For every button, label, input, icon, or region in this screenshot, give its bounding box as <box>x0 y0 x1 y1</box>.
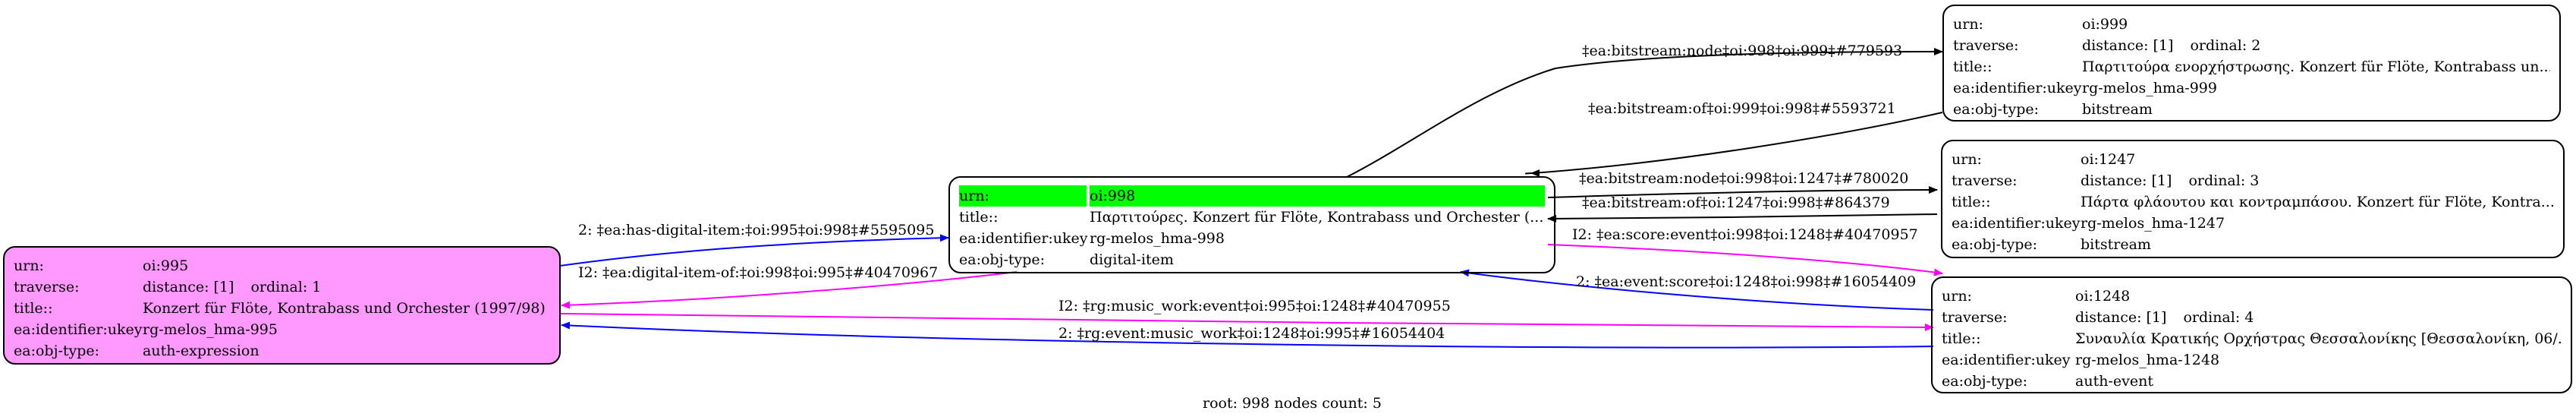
ukey-key: ea:identifier:ukey <box>1952 215 2081 232</box>
urn-key: urn: <box>14 257 44 274</box>
type-value: auth-event <box>2075 373 2153 390</box>
ukey-value: rg-melos_hma-999 <box>2082 80 2217 96</box>
ordinal-value: ordinal: 3 <box>2188 172 2260 189</box>
ukey-key: ea:identifier:ukey <box>1953 80 2082 96</box>
traverse-key: traverse: <box>1952 172 2018 189</box>
traverse-key: traverse: <box>14 279 80 295</box>
distance-value: distance: [1] <box>2082 37 2174 54</box>
urn-key: urn: <box>1952 151 1982 168</box>
edge-995-1248 <box>559 313 1934 331</box>
edge-label-998-999: ‡ea:bitstream:node‡oi:998‡oi:999‡#779593 <box>1582 43 1903 59</box>
urn-value: oi:1247 <box>2081 151 2136 168</box>
title-key: title:: <box>1952 194 1991 210</box>
urn-key: urn: <box>959 185 1087 207</box>
title-value: Παρτιτούρα ενορχήστρωσης. Konzert für Fl… <box>2082 58 2550 75</box>
type-value: bitstream <box>2082 101 2153 118</box>
urn-value: oi:1248 <box>2075 288 2131 305</box>
type-key: ea:obj-type: <box>1942 373 2028 390</box>
edge-999-998 <box>1525 112 1943 178</box>
urn-value: oi:995 <box>143 257 189 274</box>
type-key: ea:obj-type: <box>14 343 100 359</box>
node-oi-998[interactable]: urn:oi:998 title::Παρτιτούρες. Konzert f… <box>948 176 1555 273</box>
ukey-key: ea:identifier:ukey <box>14 321 143 338</box>
traverse-key: traverse: <box>1942 309 2008 326</box>
edge-label-998-1248: I2: ‡ea:score:event‡oi:998‡oi:1248‡#4047… <box>1572 226 1918 243</box>
urn-key: urn: <box>1942 288 1972 305</box>
urn-value: oi:998 <box>1090 185 1545 207</box>
distance-value: distance: [1] <box>2081 172 2172 189</box>
type-value: digital-item <box>1090 251 1174 268</box>
graph-footer: root: 998 nodes count: 5 <box>1203 395 1382 412</box>
type-key: ea:obj-type: <box>1953 101 2040 118</box>
type-value: bitstream <box>2081 236 2151 253</box>
edge-label-998-1247: ‡ea:bitstream:node‡oi:998‡oi:1247‡#78002… <box>1579 170 1909 187</box>
edge-1248-995 <box>561 321 1934 349</box>
ukey-value: rg-melos_hma-1247 <box>2081 215 2225 232</box>
node-oi-999[interactable]: urn: oi:999 traverse: distance: [1] ordinal… <box>1942 5 2561 122</box>
edge-label-1247-998: ‡ea:bitstream:of‡oi:1247‡oi:998‡#864379 <box>1582 194 1890 211</box>
edge-998-1247 <box>1547 186 1938 198</box>
distance-value: distance: [1] <box>2075 309 2167 326</box>
type-key: ea:obj-type: <box>959 251 1046 268</box>
ukey-value: rg-melos_hma-995 <box>143 321 278 338</box>
traverse-key: traverse: <box>1953 37 2019 54</box>
title-key: title:: <box>1942 330 1981 347</box>
distance-value: distance: [1] <box>143 279 234 295</box>
ordinal-value: ordinal: 4 <box>2183 309 2254 326</box>
edge-label-1248-995: 2: ‡rg:event:music_work‡oi:1248‡oi:995‡#… <box>1058 325 1445 342</box>
title-value: Παρτιτούρες. Konzert für Flöte, Kontraba… <box>1090 209 1544 226</box>
urn-value: oi:999 <box>2082 16 2128 33</box>
edge-998-1248 <box>1547 244 1943 276</box>
urn-key: urn: <box>1953 16 1983 33</box>
edge-label-995-998: 2: ‡ea:has-digital-item:‡oi:995‡oi:998‡#… <box>578 222 935 238</box>
ukey-key: ea:identifier:ukey <box>1942 352 2071 368</box>
node-oi-1248[interactable]: urn: oi:1248 traverse: distance: [1] ordina… <box>1931 276 2572 393</box>
title-value: Πάρτα φλάουτου και κοντραμπάσου. Konzert… <box>2081 194 2554 210</box>
node-oi-995[interactable]: urn: oi:995 traverse: distance: [1] ordinal… <box>3 246 561 365</box>
ukey-value: rg-melos_hma-1248 <box>2075 352 2220 368</box>
title-key: title:: <box>1953 58 1993 75</box>
edge-998-999 <box>1346 48 1943 178</box>
edge-998-995 <box>561 271 1018 309</box>
edge-label-1248-998: 2: ‡ea:event:score‡oi:1248‡oi:998‡#16054… <box>1576 273 1917 290</box>
edge-1247-998 <box>1547 213 1938 223</box>
edge-label-998-995: I2: ‡ea:digital-item-of:‡oi:998‡oi:995‡#… <box>578 264 939 281</box>
ordinal-value: ordinal: 1 <box>250 279 322 295</box>
type-key: ea:obj-type: <box>1952 236 2038 253</box>
ordinal-value: ordinal: 2 <box>2190 37 2261 54</box>
node-oi-1247[interactable]: urn: oi:1247 traverse: distance: [1] ordina… <box>1941 140 2565 258</box>
ukey-key: ea:identifier:ukey <box>959 230 1088 247</box>
ukey-value: rg-melos_hma-998 <box>1090 230 1225 247</box>
edge-label-999-998: ‡ea:bitstream:of‡oi:999‡oi:998‡#5593721 <box>1588 100 1896 117</box>
title-value: Συναυλία Κρατικής Ορχήστρας Θεσσαλονίκης… <box>2075 330 2562 347</box>
title-key: title:: <box>14 300 53 317</box>
edge-label-995-1248: I2: ‡rg:music_work:event‡oi:995‡oi:1248‡… <box>1058 298 1451 314</box>
edge-1248-998 <box>1460 269 1934 311</box>
edge-995-998 <box>559 234 949 267</box>
title-key: title:: <box>959 209 999 226</box>
type-value: auth-expression <box>143 343 259 359</box>
title-value: Konzert für Flöte, Kontrabass und Orches… <box>143 300 546 317</box>
